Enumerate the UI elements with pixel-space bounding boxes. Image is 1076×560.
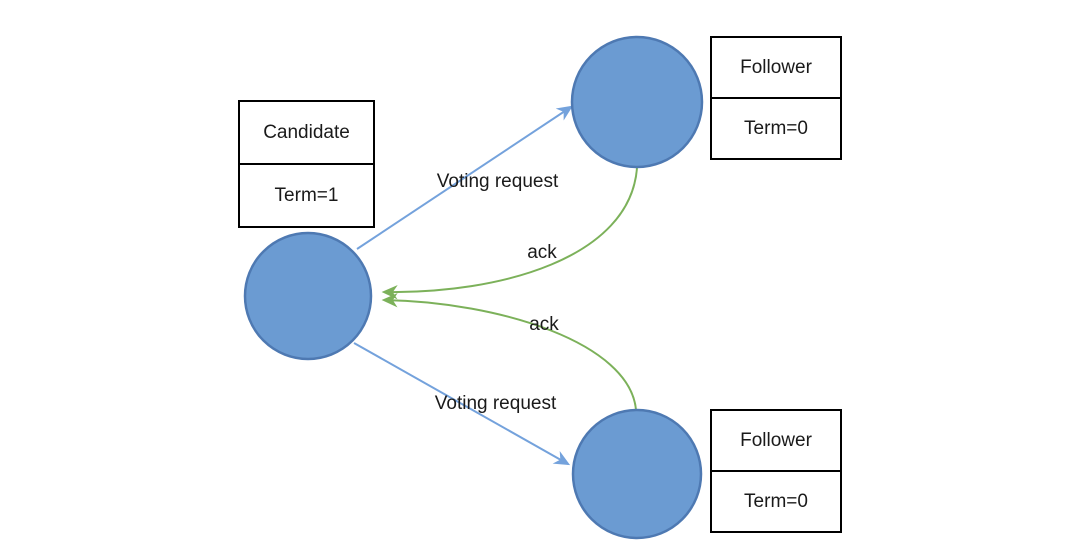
ack-label-top: ack [527,242,557,263]
voting-request-arrow-bottom [353,342,571,466]
ack-arrow-bottom [381,293,637,411]
follower-bottom-role-label: Follower [740,429,812,451]
follower-top-term-label: Term=0 [712,97,840,158]
follower-bottom-label-box: Follower Term=0 [710,409,842,533]
candidate-role-label: Candidate [263,121,350,143]
candidate-term-label: Term=1 [240,163,373,226]
ack-arrow-top [381,167,638,300]
voting-request-label-bottom: Voting request [434,393,557,414]
candidate-label-box: Candidate Term=1 [238,100,375,228]
follower-bottom-term-label: Term=0 [712,470,840,531]
candidate-node-circle [243,231,373,361]
follower-bottom-node-circle [571,408,703,540]
follower-top-role-label: Follower [740,56,812,78]
ack-label-bottom: ack [529,314,559,335]
follower-top-label-box: Follower Term=0 [710,36,842,160]
voting-request-label-top: Voting request [436,171,559,192]
follower-top-node-circle [570,35,704,169]
voting-request-arrow-top [356,105,573,250]
